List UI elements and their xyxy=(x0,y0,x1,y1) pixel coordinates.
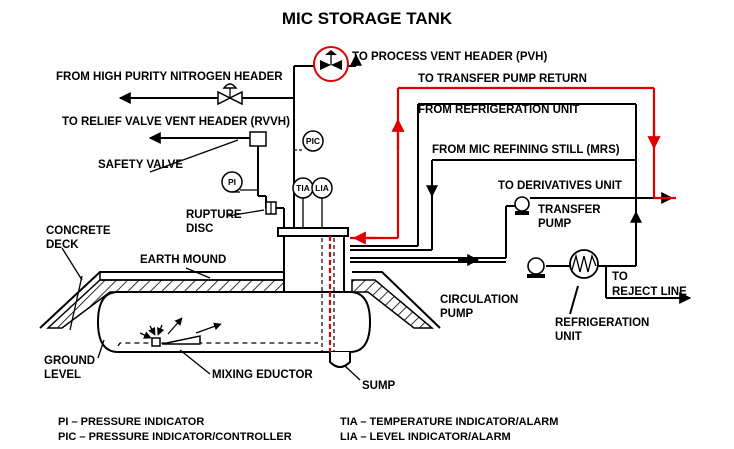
circulation-piping xyxy=(350,103,692,304)
legend-pic: PIC – PRESSURE INDICATOR/CONTROLLER xyxy=(58,431,292,443)
label-refrig-unit-1: REFRIGERATION xyxy=(555,317,649,329)
pic-label: PIC xyxy=(306,136,320,146)
label-concrete-2: DECK xyxy=(46,239,79,251)
leader-lines xyxy=(61,139,361,381)
label-safety-valve: SAFETY VALVE xyxy=(98,159,183,171)
diagram-title: MIC STORAGE TANK xyxy=(282,9,453,28)
label-ground-1: GROUND xyxy=(44,355,95,367)
instrument-lia: LIA xyxy=(311,177,333,228)
circulation-pump xyxy=(527,257,545,278)
label-from-refining: FROM MIC REFINING STILL (MRS) xyxy=(432,144,620,156)
label-reject-2: REJECT LINE xyxy=(612,286,687,298)
label-concrete-1: CONCRETE xyxy=(46,225,111,237)
label-sump: SUMP xyxy=(362,380,396,392)
label-ground-2: LEVEL xyxy=(44,369,81,381)
legend-lia: LIA – LEVEL INDICATOR/ALARM xyxy=(340,431,511,443)
label-earth-mound: EARTH MOUND xyxy=(140,254,226,266)
label-transfer-pump-1: TRANSFER xyxy=(538,204,601,216)
process-vent-control-valve xyxy=(313,46,349,82)
label-circulation-2: PUMP xyxy=(440,308,474,320)
label-nitrogen-header: FROM HIGH PURITY NITROGEN HEADER xyxy=(56,71,283,83)
label-transfer-pump-2: PUMP xyxy=(538,218,572,230)
label-circulation-1: CIRCULATION xyxy=(440,294,518,306)
pi-label: PI xyxy=(228,177,236,187)
label-to-derivatives: TO DERIVATIVES UNIT xyxy=(498,180,622,192)
instrument-pi: PI xyxy=(221,171,243,193)
vent-piping xyxy=(118,53,362,228)
label-transfer-pump-return: TO TRANSFER PUMP RETURN xyxy=(418,73,587,85)
storage-tank xyxy=(96,227,372,368)
legend-pi: PI – PRESSURE INDICATOR xyxy=(58,416,204,428)
label-mixing-eductor: MIXING EDUCTOR xyxy=(212,369,313,381)
label-relief-valve: TO RELIEF VALVE VENT HEADER (RVVH) xyxy=(62,116,290,128)
label-rupture-1: RUPTURE xyxy=(186,209,242,221)
safety-valve xyxy=(249,131,267,147)
instrument-tia: TIA xyxy=(292,177,314,228)
mixing-eductor xyxy=(139,317,222,347)
nitrogen-valve xyxy=(217,83,243,106)
transfer-pump-return-line xyxy=(328,86,676,352)
label-from-refrigeration: FROM REFRIGERATION UNIT xyxy=(418,104,579,116)
transfer-pump xyxy=(514,196,530,215)
label-refrig-unit-2: UNIT xyxy=(555,331,582,343)
label-process-vent: TO PROCESS VENT HEADER (PVH) xyxy=(352,51,547,63)
tia-label: TIA xyxy=(296,183,310,193)
rupture-disc xyxy=(265,201,277,215)
refrigeration-unit xyxy=(569,249,599,315)
label-rupture-2: DISC xyxy=(186,223,213,235)
label-reject-1: TO xyxy=(612,271,628,283)
lia-label: LIA xyxy=(315,183,329,193)
instrument-pic: PIC xyxy=(302,130,324,152)
legend-tia: TIA – TEMPERATURE INDICATOR/ALARM xyxy=(340,416,558,428)
legend: PI – PRESSURE INDICATOR PIC – PRESSURE I… xyxy=(58,416,558,443)
